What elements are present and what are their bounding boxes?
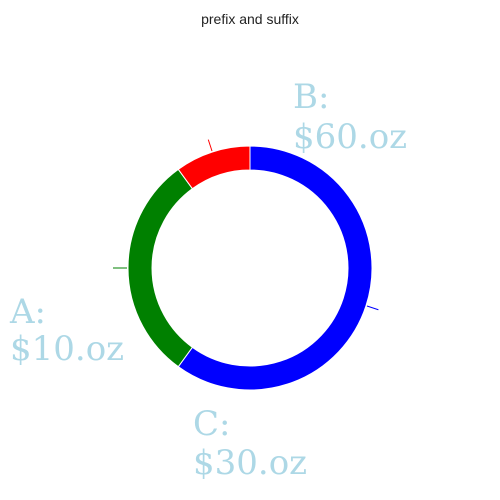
slice-label-B: B:$60.oz: [293, 77, 407, 157]
slice-label-value: $60.oz: [293, 117, 407, 157]
slice-label-value: $10.oz: [10, 329, 124, 369]
slice-label-name: C:: [193, 404, 230, 444]
slice-label-name: B:: [293, 77, 329, 117]
leader-line-B: [366, 305, 379, 311]
slice-A[interactable]: [177, 145, 251, 190]
slices-group: [127, 145, 373, 391]
slice-labels-group: B:$60.ozC:$30.oz A:$10.oz: [9, 77, 407, 483]
slice-C[interactable]: [127, 168, 194, 368]
slice-label-name: A:: [9, 292, 46, 332]
slice-label-A: A:$10.oz: [9, 292, 124, 369]
leader-line-A: [207, 139, 213, 152]
slice-label-C: C:$30.oz: [193, 404, 307, 483]
chart-title: prefix and suffix: [201, 11, 299, 27]
slice-B[interactable]: [177, 145, 373, 391]
leader-lines-group: [113, 139, 379, 311]
slice-label-value: $30.oz: [193, 443, 307, 483]
